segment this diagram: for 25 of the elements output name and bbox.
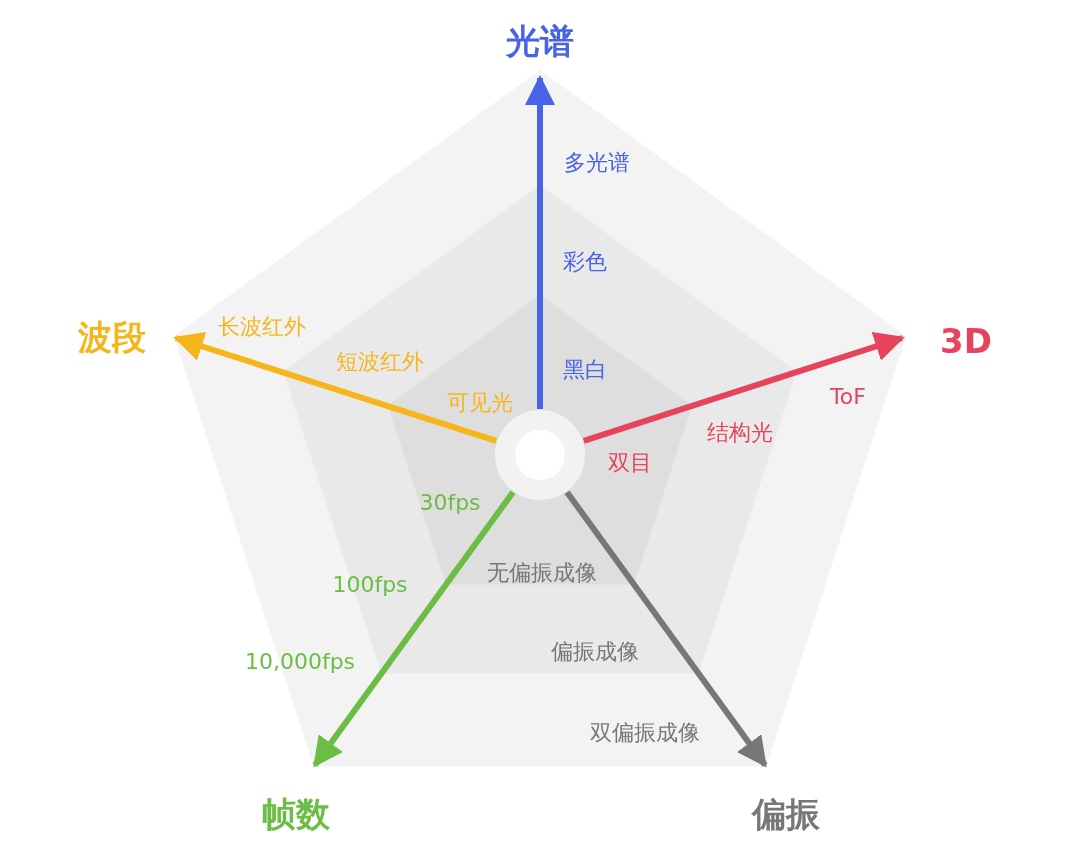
axis-level-label: 结构光	[707, 420, 773, 446]
axis-title: 光谱	[506, 23, 574, 61]
axis-level-label: 可见光	[447, 390, 513, 416]
axis-level-label: 短波红外	[336, 349, 424, 375]
axis-level-label: 黑白	[563, 357, 607, 383]
axis-level-label: 多光谱	[564, 150, 630, 176]
axis-level-label: 双偏振成像	[590, 720, 700, 746]
axis-level-label: 偏振成像	[551, 639, 639, 665]
axis-level-label: 长波红外	[218, 314, 306, 340]
axis-level-label: 10,000fps	[244, 649, 356, 675]
axis-title: 帧数	[262, 796, 330, 834]
axis-arrow	[564, 490, 768, 768]
axis-title: 3D	[940, 323, 992, 361]
axis-level-label: 30fps	[419, 490, 481, 516]
axis-arrow	[312, 490, 516, 768]
axis-level-label: ToF	[830, 384, 866, 410]
axis-arrow	[525, 75, 555, 409]
axis-arrow	[173, 332, 498, 444]
axis-level-label: 彩色	[563, 249, 607, 275]
axis-title: 偏振	[752, 796, 820, 834]
axis-title: 波段	[78, 319, 146, 357]
axis-level-label: 100fps	[332, 572, 408, 598]
axis-level-label: 双目	[608, 450, 652, 476]
axis-arrow	[582, 332, 905, 444]
axis-level-label: 无偏振成像	[487, 560, 597, 586]
